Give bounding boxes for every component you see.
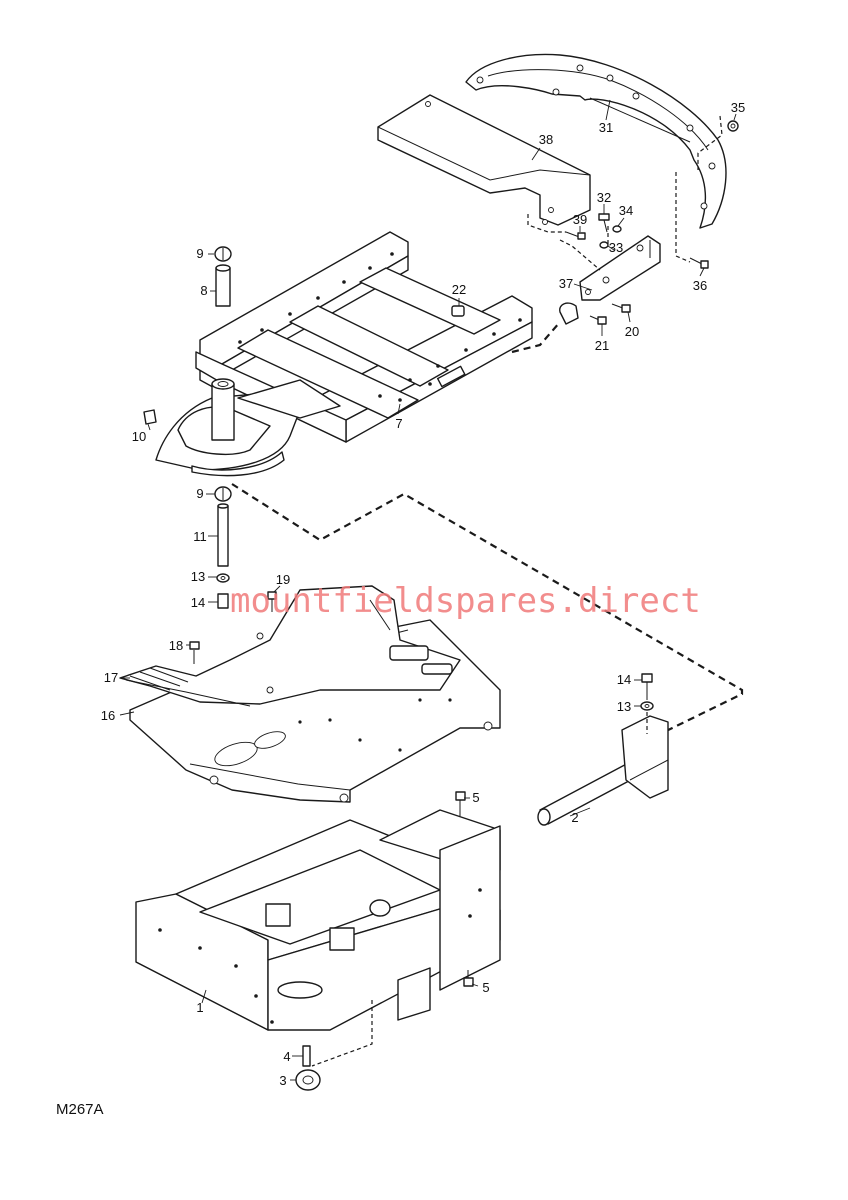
callout-labels: 35 31 38 32 34 39 33 9 8 22 37 36 20 21 … (101, 100, 745, 1088)
bolt-21 (589, 315, 607, 325)
align-line-37 (559, 239, 601, 271)
callout-16: 16 (101, 708, 115, 723)
part-1-lower-chassis (135, 809, 501, 1031)
align-line-frame (511, 321, 561, 354)
callout-35: 35 (731, 100, 745, 115)
part-5-bolt-top (455, 791, 466, 816)
callout-9-upper: 9 (196, 246, 203, 261)
callout-13-right: 13 (617, 699, 631, 714)
callout-37: 37 (559, 276, 573, 291)
part-18-screw (189, 641, 200, 664)
steering-column-tube (211, 378, 235, 441)
callout-8: 8 (200, 283, 207, 298)
part-17-foot-plate (119, 585, 461, 707)
callout-34: 34 (619, 203, 633, 218)
callout-38: 38 (539, 132, 553, 147)
callout-39: 39 (573, 212, 587, 227)
diagram-reference-code: M267A (56, 1101, 104, 1118)
part-2-axle (537, 715, 669, 826)
part-11-pin (217, 503, 229, 567)
callout-9-lower: 9 (196, 486, 203, 501)
part-37-bracket (559, 235, 661, 325)
callout-22: 22 (452, 282, 466, 297)
callout-7: 7 (395, 416, 402, 431)
align-line-36 (675, 172, 691, 263)
bolt-36 (689, 257, 709, 269)
part-13-washer-right (640, 701, 654, 711)
callout-19: 19 (276, 572, 290, 587)
leader-lines (119, 99, 737, 1081)
part-4-pin (302, 1045, 311, 1067)
callout-1: 1 (196, 1000, 203, 1015)
callout-5-top: 5 (472, 790, 479, 805)
align-line-bearing (311, 1000, 373, 1067)
part-5-bolt-bottom (463, 970, 474, 987)
callout-17: 17 (104, 670, 118, 685)
washer-34 (612, 225, 622, 233)
callout-4: 4 (283, 1049, 290, 1064)
callout-18: 18 (169, 638, 183, 653)
callout-31: 31 (599, 120, 613, 135)
callout-36: 36 (693, 278, 707, 293)
part-9-cap-upper (214, 246, 232, 262)
part-22-nut (451, 305, 465, 317)
part-8-spacer (215, 264, 231, 307)
callout-20: 20 (625, 324, 639, 339)
watermark-text: mountfieldspares.direct (230, 581, 701, 621)
callout-2: 2 (571, 810, 578, 825)
part-31-bumper-arm (465, 53, 727, 229)
callout-33: 33 (609, 240, 623, 255)
callout-14-right: 14 (617, 672, 631, 687)
callout-14-lower: 14 (191, 595, 205, 610)
fasteners-upper (565, 120, 739, 325)
steering-sector-plate (155, 379, 341, 477)
bolt-39 (565, 231, 586, 240)
callout-21: 21 (595, 338, 609, 353)
align-line-main (231, 483, 744, 735)
callout-11: 11 (193, 529, 207, 544)
nut-35 (727, 120, 739, 132)
part-3-bearing (295, 1069, 321, 1091)
align-line-35 (697, 115, 723, 170)
callout-32: 32 (597, 190, 611, 205)
part-38-cover-plate (377, 94, 591, 226)
callout-10: 10 (132, 429, 146, 444)
part-9-cap-lower (214, 486, 232, 502)
part-19-screw (267, 591, 277, 612)
washer-33 (599, 241, 609, 249)
align-line-39 (527, 214, 566, 233)
callout-3: 3 (279, 1073, 286, 1088)
part-14-bolt-right (641, 673, 653, 700)
bolt-20 (611, 303, 631, 313)
callout-5-bottom: 5 (482, 980, 489, 995)
callout-13-lower: 13 (191, 569, 205, 584)
part-10-clip (143, 409, 157, 425)
part-14-bolt-lower-a (217, 593, 229, 609)
part-13-washer-lower-a (216, 573, 230, 583)
